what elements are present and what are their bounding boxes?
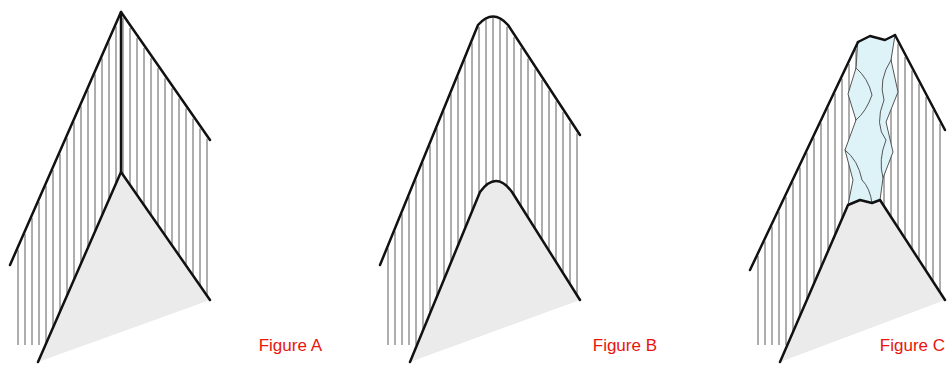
hatch-line [821, 123, 822, 267]
hatch-line [458, 77, 459, 245]
hatch-line [395, 231, 396, 345]
hatch-line [528, 59, 529, 218]
hatch-line [116, 26, 117, 183]
hatch-line [912, 70, 913, 249]
hatch-line [409, 197, 410, 345]
hatch-line [535, 69, 536, 228]
hatch-line [444, 111, 445, 279]
hatch-line [402, 214, 403, 345]
hatch-line [758, 256, 759, 345]
hatch-line [95, 74, 96, 231]
hatch-line [814, 138, 815, 283]
hatch-line [423, 163, 424, 331]
hatch-line [465, 60, 466, 229]
hatch-line [200, 129, 201, 286]
hatch-line [905, 57, 906, 238]
hatch-line [158, 68, 159, 225]
hatch-line [207, 139, 208, 296]
hatch-line [479, 27, 480, 195]
figure-caption: Figure C [880, 336, 945, 356]
hatch-line [67, 138, 68, 296]
hatch-line [430, 146, 431, 314]
hatch-line [521, 48, 522, 206]
hatch-line [102, 58, 103, 215]
hatch-line [32, 218, 33, 345]
hatch-line [765, 241, 766, 345]
hatch-line [53, 170, 54, 328]
hatch-line [186, 108, 187, 265]
hatch-line [842, 79, 843, 219]
hatch-line [514, 37, 515, 195]
rounded-ridge [380, 17, 580, 363]
hatch-line [437, 128, 438, 296]
hatch-line [898, 44, 899, 228]
hatch-line [507, 27, 508, 187]
hatch-line [849, 64, 850, 205]
hatch-line [416, 180, 417, 345]
hatch-line [933, 110, 934, 281]
hatch-line [74, 122, 75, 279]
hatch-line [25, 234, 26, 345]
hatch-line [835, 94, 836, 235]
hatch-line [179, 98, 180, 255]
hatch-line [165, 78, 166, 235]
hatch-line [137, 38, 138, 195]
hatch-line [807, 153, 808, 300]
hatch-line [81, 106, 82, 263]
hatch-line [88, 90, 89, 247]
hatch-line [493, 18, 494, 182]
hatch-line [779, 212, 780, 345]
hatch-line [926, 97, 927, 271]
hatch-line [193, 119, 194, 276]
hatch-line [940, 124, 941, 293]
sharp-ridge [10, 12, 210, 362]
figure-caption: Figure B [593, 336, 657, 356]
hatch-line [109, 42, 110, 199]
hatch-line [563, 112, 564, 273]
figure-caption: Figure A [259, 336, 322, 356]
hatch-line [542, 80, 543, 240]
hatch-line [556, 101, 557, 262]
hatch-line [144, 48, 145, 205]
broken-ridge [750, 35, 945, 362]
hatch-line [793, 182, 794, 332]
hatch-line [772, 227, 773, 345]
hatch-line [388, 248, 389, 345]
hatch-line [919, 84, 920, 260]
hatch-line [577, 133, 578, 295]
hatch-line [786, 197, 787, 345]
hatch-line [151, 58, 152, 215]
hatch-line [800, 167, 801, 315]
hatch-line [60, 154, 61, 312]
hatch-line [486, 20, 487, 186]
hatch-line [46, 186, 47, 344]
hatch-line [451, 94, 452, 262]
hatch-line [172, 88, 173, 245]
hatch-line [828, 108, 829, 251]
hatch-line [570, 123, 571, 284]
hatch-line [472, 43, 473, 212]
hatch-line [130, 28, 131, 185]
hatch-line [18, 250, 19, 345]
hatch-line [123, 18, 124, 175]
hatch-line [39, 202, 40, 345]
hatch-line [549, 91, 550, 251]
hatch-line [500, 20, 501, 183]
